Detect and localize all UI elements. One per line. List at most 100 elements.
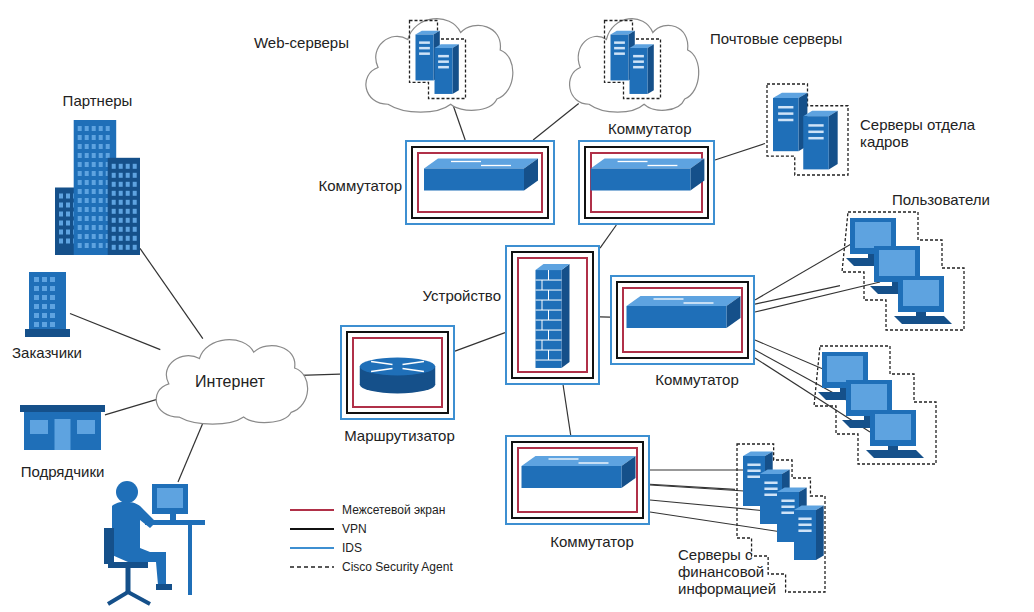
window: [133, 236, 137, 241]
window: [92, 189, 96, 194]
server-slot: [633, 66, 644, 69]
window: [78, 225, 82, 230]
switch-arrow: [648, 165, 678, 166]
server-front: [803, 116, 829, 169]
network-link: [563, 385, 571, 435]
legend-line: [290, 509, 334, 511]
server-slot: [747, 464, 760, 467]
body: [112, 502, 166, 585]
server-slot: [781, 506, 794, 509]
server-front: [794, 510, 816, 560]
window: [99, 135, 103, 140]
window: [92, 243, 96, 248]
window: [99, 207, 103, 212]
window: [66, 230, 70, 235]
window: [119, 218, 123, 223]
window: [119, 209, 123, 214]
brick-joint: [548, 330, 549, 340]
building-icon: [55, 120, 140, 255]
window: [119, 173, 123, 178]
router-arrow: [403, 362, 424, 365]
wire: [755, 282, 880, 312]
screen: [879, 250, 915, 276]
server-slot: [614, 47, 625, 50]
window: [126, 218, 130, 223]
window: [126, 173, 130, 178]
window: [59, 194, 63, 199]
window: [85, 225, 89, 230]
office-node: Заказчики: [25, 272, 70, 337]
window: [112, 182, 116, 187]
agent-outline: [605, 21, 661, 99]
window: [66, 221, 70, 226]
switch-side: [622, 456, 636, 488]
node-label: Коммутатор: [550, 533, 633, 550]
window: [112, 200, 116, 205]
network-link: [140, 248, 203, 338]
window: [50, 304, 55, 309]
legend-row: VPN: [290, 519, 453, 538]
server-slot: [764, 488, 777, 491]
icon-group: [156, 340, 307, 425]
window: [85, 135, 89, 140]
window: [92, 171, 96, 176]
icon-group: [522, 456, 636, 488]
window: [85, 189, 89, 194]
legend-swatch: [290, 505, 334, 515]
window: [119, 227, 123, 232]
network-link: [533, 104, 579, 140]
window: [50, 277, 55, 282]
window: [126, 245, 130, 250]
agent-outline: [842, 212, 964, 330]
agent-outline: [814, 346, 936, 464]
window: [119, 164, 123, 169]
window: [133, 164, 137, 169]
window: [85, 198, 89, 203]
cloud-outline: [366, 19, 513, 112]
window: [126, 182, 130, 187]
window: [78, 144, 82, 149]
switch-front: [627, 306, 727, 328]
window: [99, 126, 103, 131]
window: [92, 153, 96, 158]
window: [59, 203, 63, 208]
window: [133, 227, 137, 232]
window: [133, 245, 137, 250]
server-front: [435, 48, 453, 94]
server-slot: [764, 494, 777, 497]
server-group: [410, 21, 466, 99]
router-bottom: [360, 376, 435, 394]
screen: [903, 280, 939, 306]
window: [92, 207, 96, 212]
legend-text: IDS: [342, 541, 362, 555]
person-figure: [104, 418, 205, 604]
agent-outline: [410, 21, 466, 99]
window: [78, 243, 82, 248]
server-slot: [781, 512, 794, 515]
cloudsrv-icon: [560, 8, 705, 113]
server-slot: [614, 41, 625, 44]
brick-joint: [542, 340, 543, 350]
window: [85, 243, 89, 248]
servers-icon: [765, 82, 850, 177]
keyboard: [866, 450, 924, 458]
icon-group: [591, 159, 705, 191]
window: [92, 126, 96, 131]
network-link: [70, 314, 160, 350]
window: [85, 153, 89, 158]
window: [42, 322, 47, 327]
router-node: Маршрутизатор: [340, 325, 455, 420]
window: [92, 144, 96, 149]
node-label: Устройство: [423, 287, 501, 304]
cloudsrv-icon: [355, 8, 520, 113]
switch-top: [522, 456, 636, 466]
node-label: Серверы с финансовой информацией: [678, 546, 790, 597]
switch-side: [690, 159, 704, 191]
window: [50, 286, 55, 291]
shop-icon: [20, 405, 105, 450]
node-label: Коммутатор: [608, 120, 691, 137]
window: [119, 245, 123, 250]
switch-top: [591, 159, 705, 169]
switch-arrow: [579, 462, 609, 463]
legend-line: [290, 547, 334, 549]
